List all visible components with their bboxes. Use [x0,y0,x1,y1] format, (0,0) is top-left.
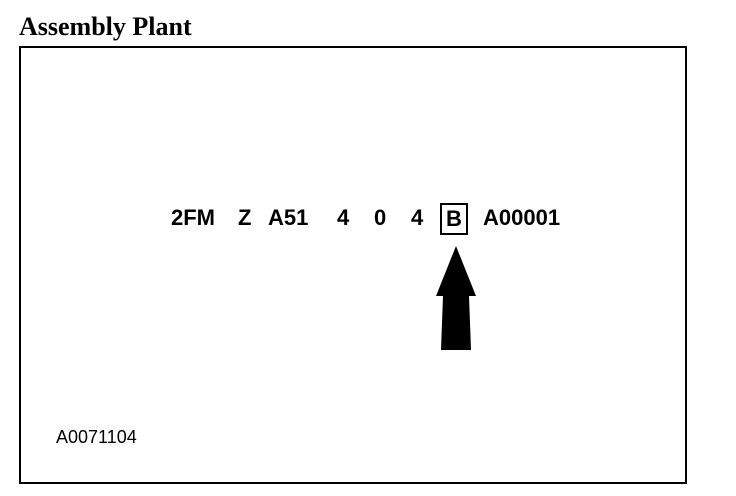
figure-id: A0071104 [56,427,137,447]
vin-segment-model: A51 [268,205,309,230]
arrow-up-shape [436,246,476,350]
vin-segment-restraint: Z [238,205,252,230]
vin-assembly-plant-code: B [446,206,462,231]
vin-segment-engine: 4 [337,205,350,230]
vin-segment-wmi: 2FM [171,205,215,230]
vin-segment-model-year: 4 [411,205,424,230]
vin-segment-check-digit: 0 [374,205,387,230]
diagram-title: Assembly Plant [19,12,192,41]
vin-serial-number: A00001 [483,205,561,230]
vin-assembly-plant-code-box: B [440,203,468,235]
arrow-up-icon [436,246,476,350]
diagram-frame [19,46,687,484]
